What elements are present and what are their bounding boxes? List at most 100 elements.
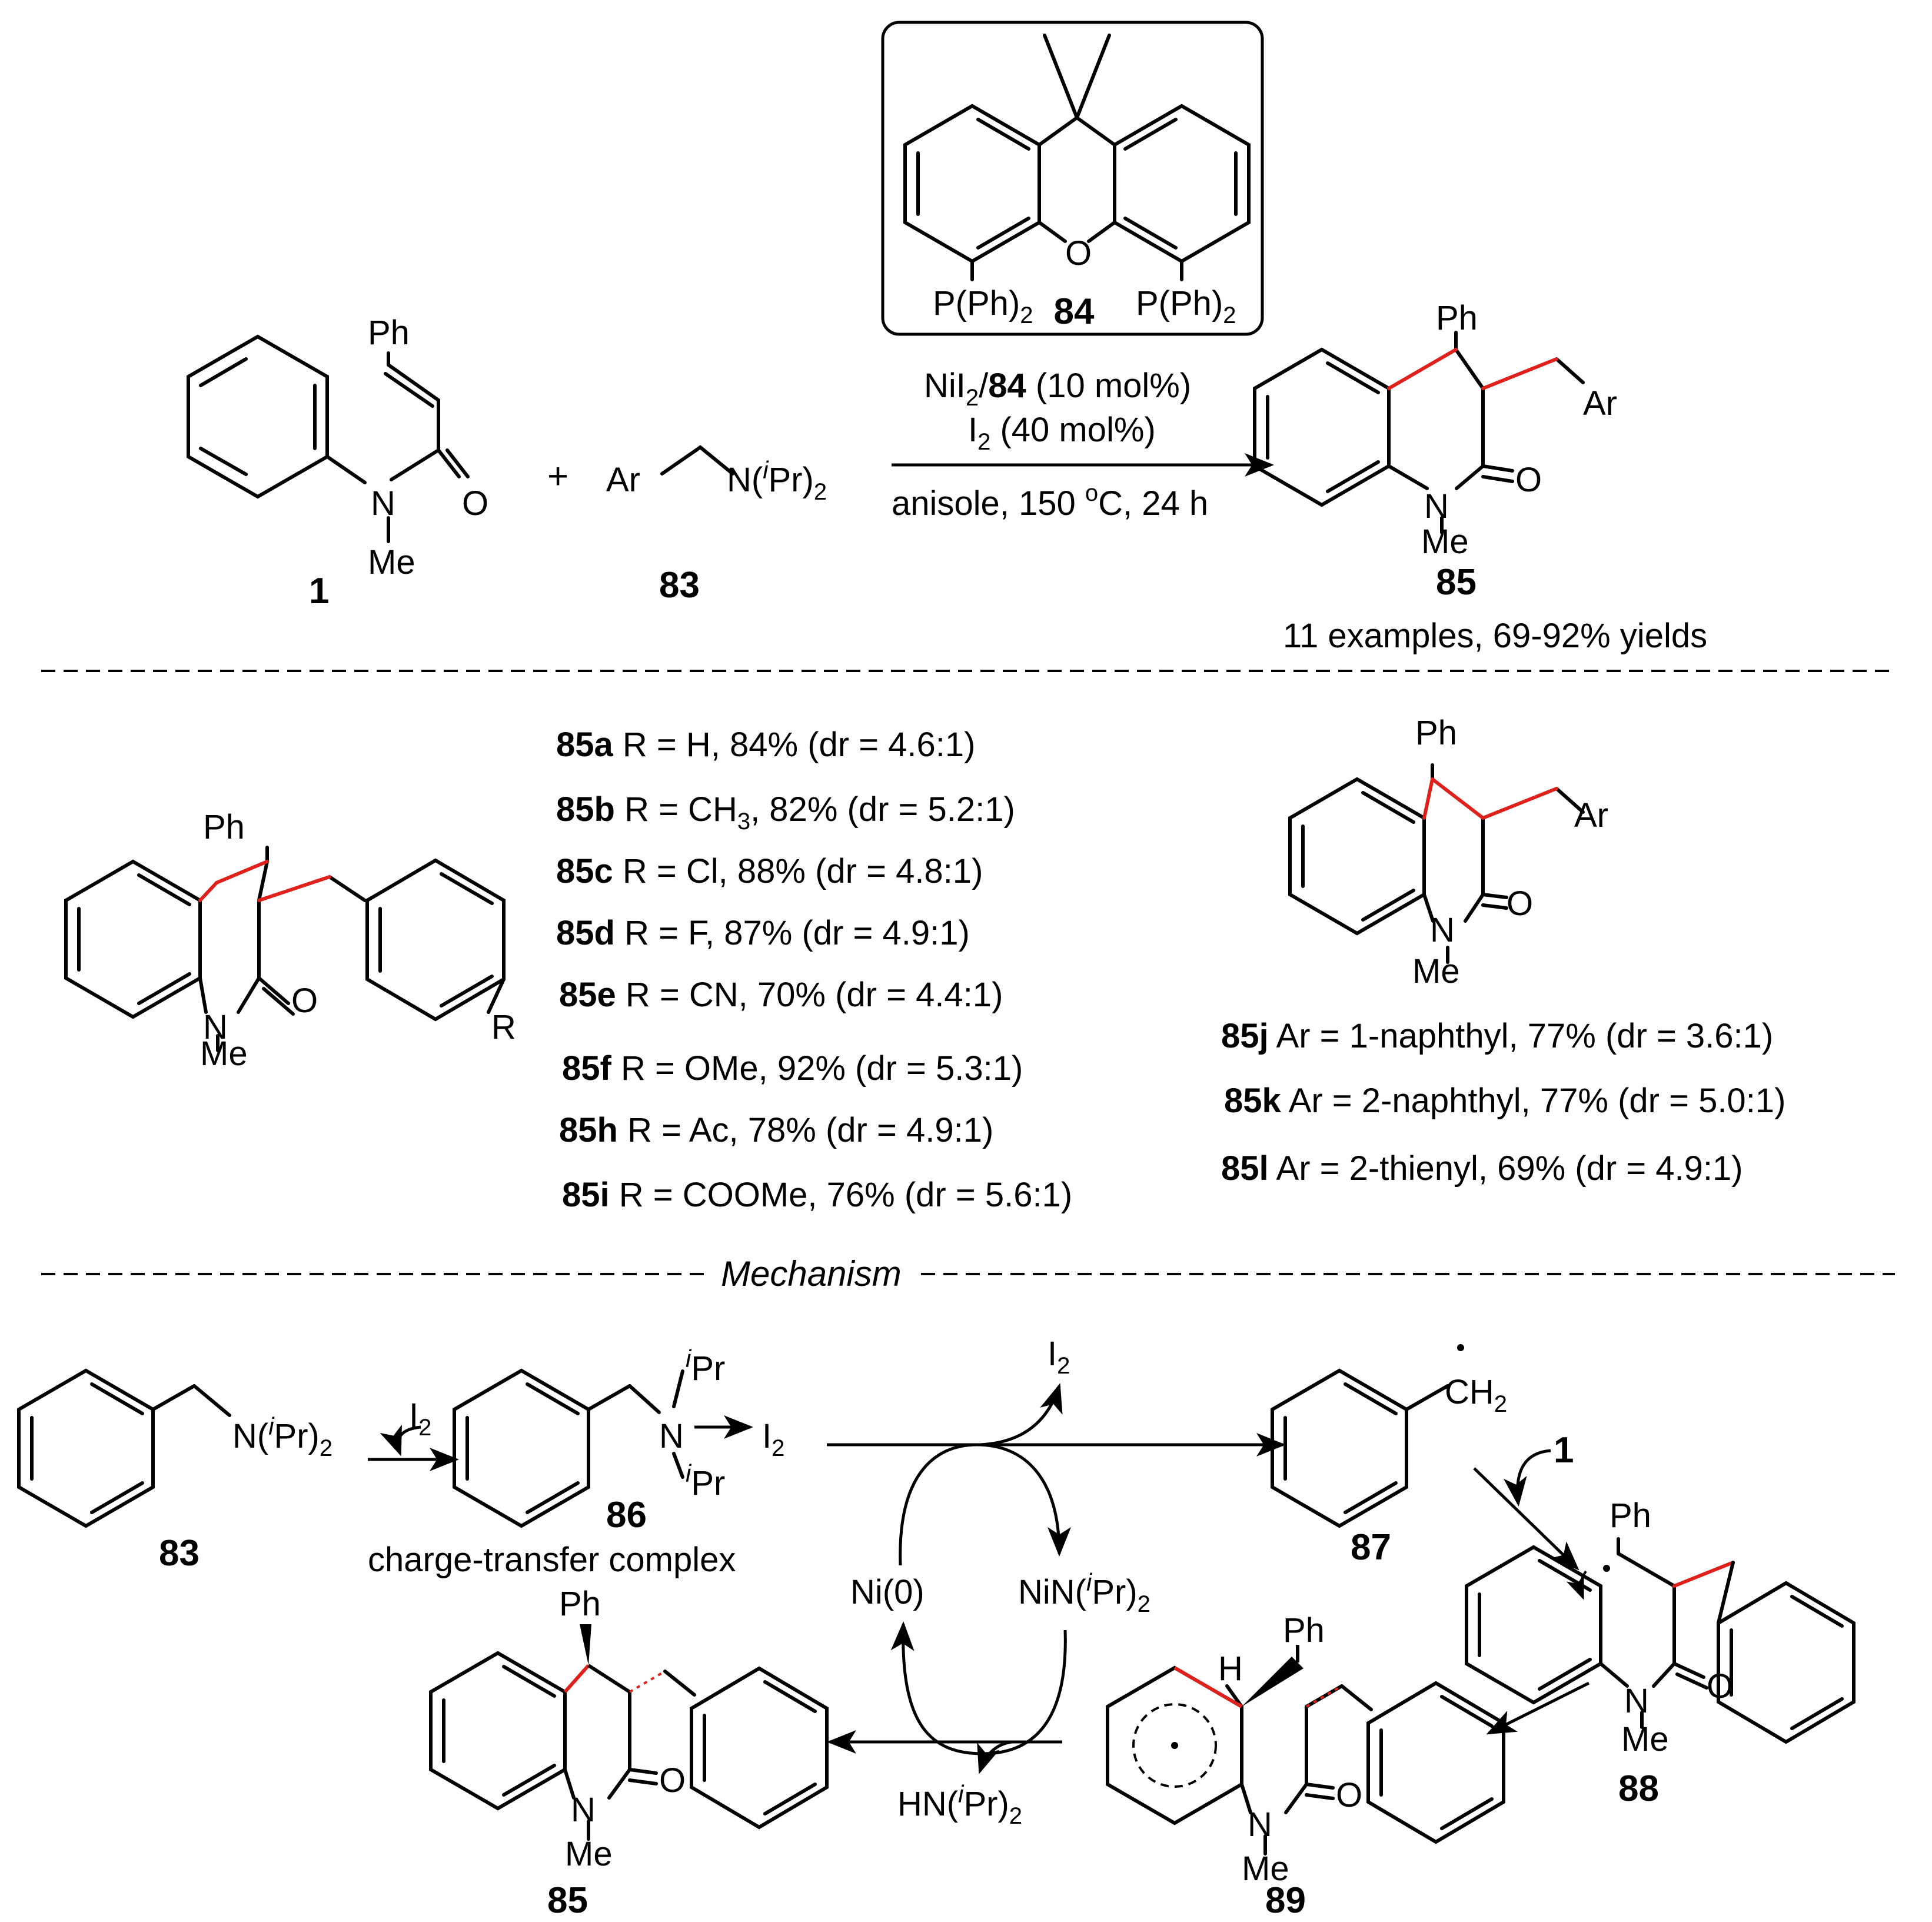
amine-release-arrow: [977, 1740, 1013, 1774]
m88-ph: Ph: [1610, 1497, 1651, 1535]
ni-cycle: [890, 1443, 1071, 1755]
m89-me: Me: [1242, 1850, 1289, 1888]
m89-id: 89: [1265, 1880, 1306, 1921]
r1-ph-label: Ph: [368, 314, 410, 352]
entry-85l: 85l Ar = 2-thienyl, 69% (dr = 4.9:1): [1221, 1149, 1743, 1188]
sl-r-label: R: [491, 1008, 516, 1046]
mech-85: Ph N O Me 85: [429, 1585, 829, 1921]
p85-o-label: O: [1515, 461, 1542, 499]
m89-o: O: [1336, 1776, 1362, 1814]
entry-85c: 85c R = Cl, 88% (dr = 4.8:1): [556, 852, 983, 890]
m85-ph: Ph: [559, 1585, 601, 1623]
m86-i2: I2: [762, 1417, 784, 1461]
m88-id: 88: [1618, 1768, 1659, 1809]
entry-85j: 85j Ar = 1-naphthyl, 77% (dr = 3.6:1): [1221, 1017, 1773, 1055]
entry-85b: 85b R = CH3, 82% (dr = 5.2:1): [556, 790, 1015, 834]
m86-ipr-top: iPr: [686, 1345, 725, 1388]
scope-entries-r: 85a R = H, 84% (dr = 4.6:1) 85b R = CH3,…: [556, 726, 1072, 1214]
p85-n-label: N: [1424, 487, 1449, 526]
m88-n: N: [1624, 1682, 1649, 1720]
r1-id: 1: [309, 571, 329, 611]
reactant-83: Ar N(iPr)2 83: [606, 445, 827, 606]
p85-id: 85: [1436, 562, 1477, 603]
add-1-label: 1: [1554, 1430, 1574, 1471]
m87-ch2: CH2: [1445, 1373, 1507, 1417]
mech-arrow-88-89: [1486, 1681, 1590, 1735]
m87-id: 87: [1351, 1527, 1391, 1568]
scope-structure-left: Ph N O Me R: [64, 808, 516, 1073]
entry-85k: 85k Ar = 2-naphthyl, 77% (dr = 5.0:1): [1224, 1082, 1785, 1120]
product-85: Ph Ar N O Me 85 11 examples, 69-92% yiel…: [1253, 299, 1707, 655]
hamine-label: HN(iPr)2: [897, 1780, 1022, 1829]
r83-ar-label: Ar: [606, 461, 640, 499]
ligand-p-left: P(Ph)2: [933, 284, 1033, 328]
m83-amine: N(iPr)2: [232, 1412, 332, 1461]
mech-arrow-87-88: [1473, 1467, 1579, 1571]
i2-release-arrow: [979, 1383, 1063, 1447]
released-i2: I2: [1048, 1335, 1070, 1379]
m85-me: Me: [565, 1835, 613, 1873]
scope-entries-ar: 85j Ar = 1-naphthyl, 77% (dr = 3.6:1) 85…: [1221, 1017, 1785, 1188]
m85-n: N: [571, 1791, 596, 1829]
mech-87: CH2 87: [1271, 1344, 1507, 1568]
ligand-p-right: P(Ph)2: [1136, 284, 1236, 328]
entry-85i: 85i R = COOMe, 76% (dr = 5.6:1): [562, 1176, 1072, 1214]
mech-89: H Ph N O Me 89: [1106, 1611, 1505, 1921]
sl-n-label: N: [203, 1008, 228, 1046]
m86-id: 86: [606, 1495, 647, 1535]
entry-85e: 85e R = CN, 70% (dr = 4.4:1): [559, 976, 1003, 1014]
sl-me-label: Me: [200, 1035, 248, 1073]
m89-ph: Ph: [1283, 1611, 1325, 1650]
p85-summary: 11 examples, 69-92% yields: [1283, 617, 1707, 655]
m88-me: Me: [1621, 1720, 1669, 1758]
entry-85d: 85d R = F, 87% (dr = 4.9:1): [556, 914, 970, 952]
r83-id: 83: [659, 565, 700, 606]
ligand-84-box: O P(Ph)2 P(Ph)2 84: [881, 21, 1264, 336]
sr-me-label: Me: [1412, 952, 1460, 990]
r1-n-label: N: [371, 484, 395, 523]
entry-85h: 85h R = Ac, 78% (dr = 4.9:1): [559, 1111, 993, 1149]
mech-arrow-1: I2: [368, 1396, 459, 1471]
entry-85a: 85a R = H, 84% (dr = 4.6:1): [556, 726, 976, 764]
ni0-label: Ni(0): [850, 1573, 925, 1611]
arrow1-i2: I2: [409, 1396, 431, 1441]
m85-o: O: [659, 1761, 686, 1800]
ligand-id: 84: [1054, 291, 1095, 332]
condition-solvent: anisole, 150 oC, 24 h: [892, 480, 1208, 523]
condition-catalyst: NiI2/84 (10 mol%): [924, 367, 1191, 411]
add-1-arrow: [1503, 1449, 1551, 1507]
m85-id: 85: [547, 1880, 588, 1921]
sr-ar-label: Ar: [1574, 796, 1608, 834]
sr-ph-label: Ph: [1415, 714, 1457, 752]
m89-n: N: [1248, 1805, 1272, 1844]
mech-86: N iPr iPr I2 86 charge-transfer complex: [368, 1345, 784, 1579]
reactant-1: [187, 334, 470, 543]
sr-n-label: N: [1430, 911, 1455, 949]
m86-ipr-bottom: iPr: [686, 1459, 725, 1502]
m86-caption: charge-transfer complex: [368, 1541, 736, 1579]
niamide-label: NiN(iPr)2: [1018, 1568, 1150, 1617]
p85-me-label: Me: [1421, 523, 1469, 561]
ligand-o-label: O: [1065, 234, 1092, 272]
mech-83: N(iPr)2 83: [17, 1368, 332, 1574]
mech-88: Ph N O Me 88: [1465, 1497, 1855, 1809]
sl-ph-label: Ph: [203, 808, 245, 846]
m86-n: N: [659, 1417, 684, 1455]
p85-ar-label: Ar: [1583, 384, 1617, 423]
sl-o-label: O: [291, 982, 318, 1020]
reactant-1-labels: Ph N O Me 1: [309, 314, 488, 611]
condition-iodine: I2 (40 mol%): [968, 411, 1156, 455]
r1-o-label: O: [462, 484, 488, 523]
r1-me-label: Me: [368, 543, 415, 581]
m88-o: O: [1707, 1667, 1733, 1705]
m89-h: H: [1218, 1650, 1243, 1688]
sr-o-label: O: [1507, 884, 1533, 923]
entry-85f: 85f R = OMe, 92% (dr = 5.3:1): [562, 1049, 1023, 1088]
p85-ph-label: Ph: [1436, 299, 1478, 337]
m83-id: 83: [159, 1533, 199, 1574]
scope-structure-right: Ph Ar N O Me: [1288, 714, 1608, 990]
mechanism-heading: Mechanism: [721, 1254, 902, 1293]
r83-amine-label: N(iPr)2: [727, 456, 827, 505]
plus-sign: +: [547, 456, 568, 497]
